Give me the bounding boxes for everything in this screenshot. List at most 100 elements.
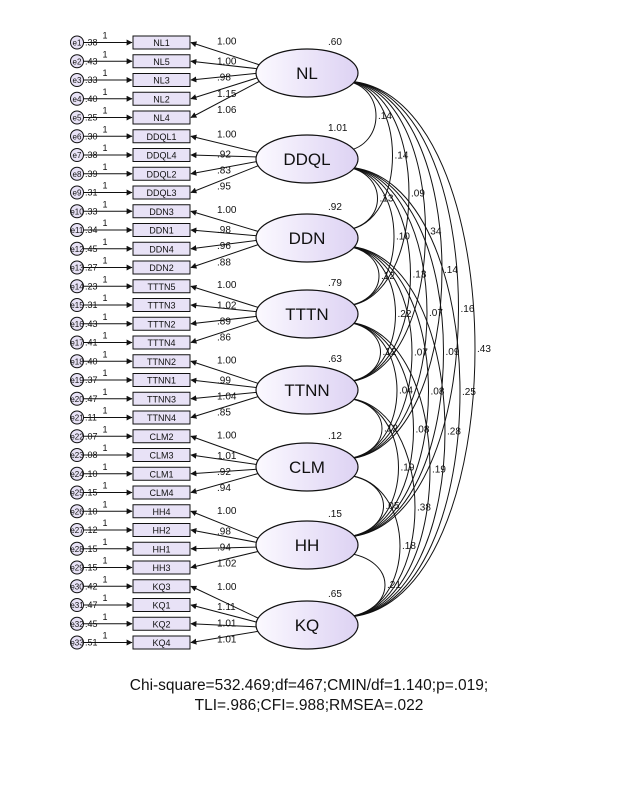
loading-label: .85 bbox=[217, 408, 231, 419]
loading-arrow bbox=[190, 76, 261, 100]
factor-label: DDQL bbox=[283, 150, 330, 169]
factor-ellipse bbox=[255, 213, 359, 263]
error-path-label: 1 bbox=[102, 406, 107, 416]
error-variance-label: .27 bbox=[85, 263, 98, 273]
loading-arrow bbox=[190, 550, 261, 570]
error-label: e11 bbox=[71, 226, 84, 235]
covariance-label: .12 bbox=[381, 271, 395, 282]
covariance-label: .07 bbox=[414, 348, 428, 359]
factor-ellipse bbox=[255, 289, 359, 339]
indicator-label: TTTN3 bbox=[148, 301, 176, 311]
fit-statistics-line-2: TLI=.986;CFI=.988;RMSEA=.022 bbox=[194, 697, 424, 714]
loading-arrow bbox=[190, 621, 261, 628]
factor-ellipse bbox=[255, 48, 359, 98]
factor-group: 1.00NL1e11.381.00NL5e21.43.98NL3e31.331.… bbox=[70, 31, 359, 125]
error-label: e9 bbox=[73, 189, 82, 198]
indicator-box bbox=[132, 354, 191, 369]
loading-arrow bbox=[190, 72, 261, 83]
error-circle bbox=[70, 579, 84, 594]
covariance-arc bbox=[345, 78, 459, 540]
loading-arrow bbox=[190, 545, 261, 552]
loading-label: 1.01 bbox=[217, 451, 237, 462]
indicator-label: DDN3 bbox=[149, 207, 174, 217]
error-circle bbox=[70, 54, 84, 69]
error-path-label: 1 bbox=[102, 593, 107, 603]
error-label: e3 bbox=[73, 76, 82, 85]
indicator-label: TTTN4 bbox=[148, 338, 176, 348]
indicator-box bbox=[132, 410, 191, 425]
factor-ellipse bbox=[255, 520, 359, 570]
error-variance-label: .43 bbox=[85, 56, 98, 66]
loading-label: 1.06 bbox=[217, 105, 237, 116]
factor-label: KQ bbox=[295, 616, 320, 635]
loading-label: 1.01 bbox=[217, 618, 237, 629]
error-variance-label: .07 bbox=[85, 431, 98, 441]
loading-arrow bbox=[190, 58, 261, 70]
error-label: e27 bbox=[70, 526, 84, 535]
error-path-label: 1 bbox=[102, 274, 107, 284]
loading-label: .94 bbox=[217, 483, 231, 494]
covariance-label: .34 bbox=[428, 227, 442, 238]
indicator-box bbox=[132, 129, 191, 144]
loading-arrow bbox=[190, 585, 261, 620]
factor-ellipse bbox=[255, 134, 359, 184]
factor-variance-label: .63 bbox=[328, 354, 342, 365]
covariance-arc bbox=[345, 78, 426, 385]
loading-label: 1.11 bbox=[217, 602, 236, 613]
error-label: e23 bbox=[70, 451, 84, 460]
factor-label: HH bbox=[295, 536, 320, 555]
error-label: e13 bbox=[70, 264, 84, 273]
error-variance-label: .47 bbox=[85, 394, 98, 404]
indicator-label: TTNN4 bbox=[147, 413, 176, 423]
loading-label: .98 bbox=[217, 526, 231, 537]
error-circle bbox=[70, 354, 84, 369]
error-circle bbox=[70, 485, 84, 500]
error-variance-label: .47 bbox=[85, 600, 98, 610]
error-label: e15 bbox=[70, 301, 84, 310]
factor-variance-label: .60 bbox=[328, 37, 342, 48]
loading-label: 1.00 bbox=[217, 37, 237, 48]
error-label: e30 bbox=[70, 582, 84, 591]
factor-variance-label: .12 bbox=[328, 431, 342, 442]
error-variance-label: .15 bbox=[85, 488, 98, 498]
covariance-label: .22 bbox=[398, 309, 412, 320]
loading-label: 1.01 bbox=[217, 634, 237, 645]
loading-label: 1.04 bbox=[217, 392, 237, 403]
covariance-label: .38 bbox=[417, 503, 431, 514]
error-path-label: 1 bbox=[102, 518, 107, 528]
error-path-label: 1 bbox=[102, 237, 107, 247]
error-variance-label: .41 bbox=[85, 338, 98, 348]
error-circle bbox=[70, 223, 84, 237]
error-circle bbox=[70, 129, 84, 144]
indicator-label: HH4 bbox=[152, 507, 170, 517]
error-variance-label: .40 bbox=[85, 94, 98, 104]
loading-arrow bbox=[190, 285, 261, 309]
loading-arrow bbox=[190, 315, 261, 327]
error-circle bbox=[70, 448, 84, 462]
error-path-label: 1 bbox=[102, 368, 107, 378]
error-circle bbox=[70, 560, 84, 575]
covariance-label: .19 bbox=[432, 465, 446, 476]
error-label: e26 bbox=[70, 507, 84, 516]
indicator-box bbox=[132, 541, 191, 556]
error-circle bbox=[70, 298, 84, 312]
error-circle bbox=[70, 391, 84, 406]
loading-arrow bbox=[190, 243, 261, 269]
error-path-label: 1 bbox=[102, 87, 107, 97]
factor-variance-label: .15 bbox=[328, 509, 342, 520]
indicator-label: HH1 bbox=[152, 544, 170, 554]
indicator-label: NL4 bbox=[153, 113, 170, 123]
loading-arrow bbox=[190, 80, 261, 118]
indicator-label: CLM3 bbox=[149, 451, 173, 461]
error-path-label: 1 bbox=[102, 49, 107, 59]
indicator-box bbox=[132, 448, 191, 462]
covariance-label: .08 bbox=[416, 425, 430, 436]
indicator-label: NL1 bbox=[153, 38, 170, 48]
factor-group: 1.00DDQL1e61.30.92DDQL4e71.38.83DDQL2e81… bbox=[70, 123, 359, 200]
covariance-arc bbox=[345, 319, 381, 385]
indicator-label: TTNN3 bbox=[147, 394, 176, 404]
indicator-label: HH3 bbox=[152, 563, 170, 573]
error-label: e2 bbox=[73, 57, 82, 66]
error-variance-label: .51 bbox=[85, 638, 98, 648]
indicator-label: TTNN2 bbox=[147, 357, 176, 367]
